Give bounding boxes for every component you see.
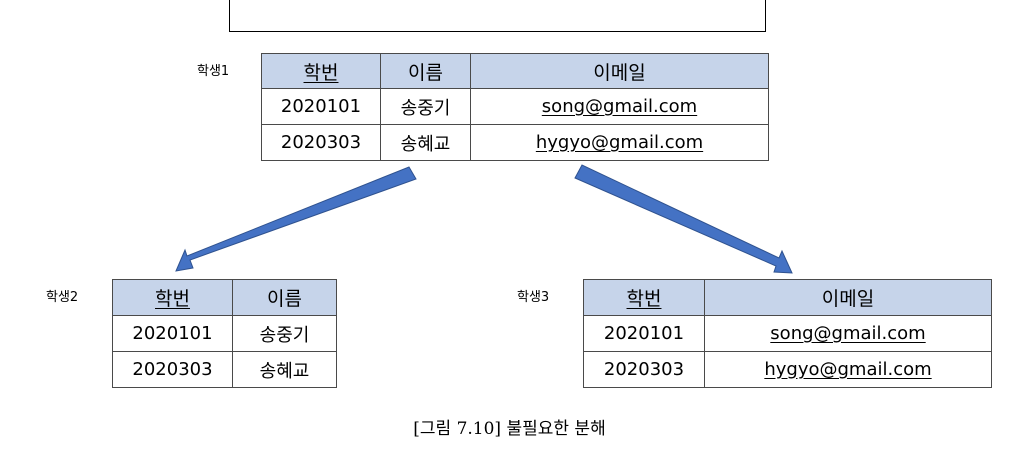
top-frame-box: [229, 0, 766, 32]
student1-table: 학번 이름 이메일 2020101 송중기 song@gmail.com 202…: [261, 53, 769, 161]
student2-cell-name: 송혜교: [232, 351, 337, 388]
student3-header-id: 학번: [583, 279, 705, 316]
student1-header-id: 학번: [261, 53, 381, 89]
student2-header-id: 학번: [112, 279, 233, 316]
table-row: 2020303 송혜교: [112, 351, 337, 388]
student1-cell-name: 송혜교: [380, 124, 471, 161]
left-arrow-icon: [175, 166, 417, 272]
student1-header-name: 이름: [380, 53, 471, 89]
table-row: 2020101 송중기: [112, 315, 337, 352]
student3-table: 학번 이메일 2020101 song@gmail.com 2020303 hy…: [583, 279, 992, 388]
table-row: 2020101 송중기 song@gmail.com: [261, 88, 769, 125]
student1-cell-id: 2020101: [261, 88, 381, 125]
student2-cell-name: 송중기: [232, 315, 337, 352]
student3-header-row: 학번 이메일: [583, 279, 992, 316]
student3-cell-id: 2020303: [583, 351, 705, 388]
student3-label: 학생3: [517, 290, 550, 305]
student1-cell-id: 2020303: [261, 124, 381, 161]
student2-table: 학번 이름 2020101 송중기 2020303 송혜교: [112, 279, 337, 388]
figure-caption: [그림 7.10] 불필요한 분해: [413, 419, 606, 439]
student2-header-row: 학번 이름: [112, 279, 337, 316]
table-row: 2020303 송혜교 hygyo@gmail.com: [261, 124, 769, 161]
student3-cell-email: hygyo@gmail.com: [704, 351, 992, 388]
student3-header-email: 이메일: [704, 279, 992, 316]
student1-cell-email: song@gmail.com: [470, 88, 769, 125]
student2-cell-id: 2020101: [112, 315, 233, 352]
student2-header-name: 이름: [232, 279, 337, 316]
student3-cell-id: 2020101: [583, 315, 705, 352]
student2-cell-id: 2020303: [112, 351, 233, 388]
table-row: 2020101 song@gmail.com: [583, 315, 992, 352]
student1-cell-email: hygyo@gmail.com: [470, 124, 769, 161]
student3-cell-email: song@gmail.com: [704, 315, 992, 352]
student1-cell-name: 송중기: [380, 88, 471, 125]
student1-header-email: 이메일: [470, 53, 769, 89]
right-arrow-icon: [574, 164, 793, 274]
table-row: 2020303 hygyo@gmail.com: [583, 351, 992, 388]
student1-label: 학생1: [197, 64, 230, 79]
student1-header-row: 학번 이름 이메일: [261, 53, 769, 89]
student2-label: 학생2: [46, 290, 79, 305]
